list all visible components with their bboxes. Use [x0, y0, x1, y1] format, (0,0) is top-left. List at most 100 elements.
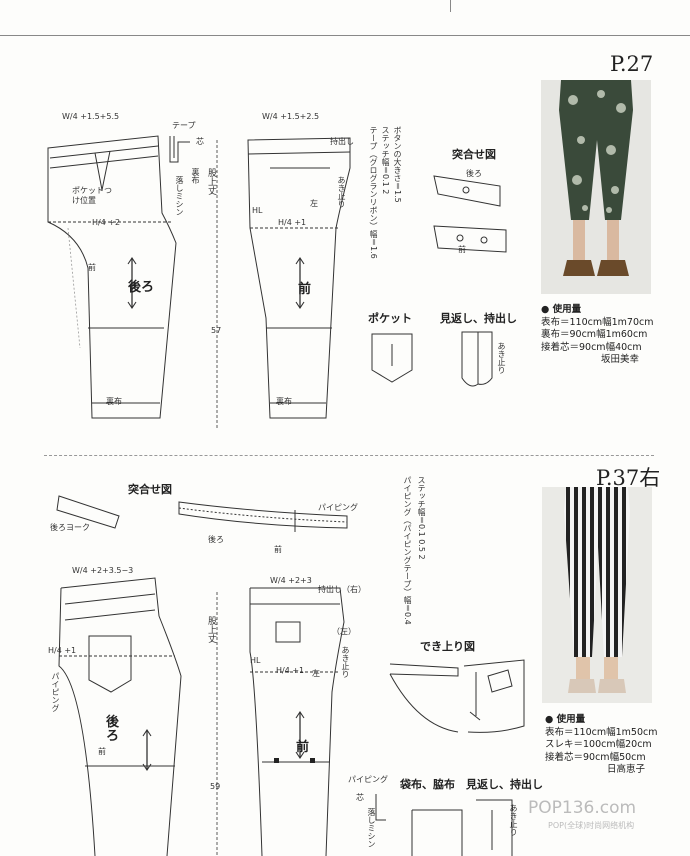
- bottom-left-label: 左: [312, 669, 320, 678]
- bottom-parts-header: 袋布、脇布 見返し、持出し: [400, 778, 543, 791]
- watermark-sub: POP(全球)时尚网络机构: [548, 821, 635, 830]
- bottom-joint-front-label: 前: [274, 545, 282, 554]
- top-left-label: 左: [310, 199, 318, 208]
- bottom-note-piping: パイピング（パイピングテープ）幅＝0.4: [402, 476, 412, 625]
- bottom-left-paren-label: （左）: [332, 627, 356, 636]
- top-stitch-drop-text: 落しミシン: [175, 176, 184, 216]
- bottom-note-stitch: ステッチ幅＝0.1 0.5 2: [416, 476, 426, 560]
- top-note-stitch: ステッチ幅＝0.1 2: [380, 126, 390, 194]
- top-material-3: 接着芯＝90cm幅40cm: [541, 341, 642, 353]
- bottom-author: 日高恵子: [607, 764, 646, 775]
- top-facing-opening-text: あき止り: [497, 342, 506, 374]
- bottom-hip-back-label: H/4 +1: [48, 646, 77, 655]
- bottom-finish-diagram: [389, 659, 525, 733]
- top-waist-front-label: W/4 +1.5+2.5: [262, 112, 320, 121]
- top-facing-opening: あき止り: [496, 342, 506, 374]
- top-joint-diagram: [433, 175, 507, 253]
- top-back-piece-label: 後ろ: [128, 280, 155, 295]
- bottom-waist-front-label: W/4 +2+3: [270, 576, 312, 585]
- top-front-pattern: [247, 137, 351, 419]
- top-rule: [0, 35, 690, 36]
- bottom-model-photo: [542, 487, 652, 703]
- page-label-p37: P.37右: [596, 466, 661, 490]
- bottom-joint-back-label: 後ろ: [208, 535, 224, 544]
- top-crotch-height-text: 股上丈: [206, 168, 216, 195]
- bottom-piping-text: パイピング: [51, 672, 60, 712]
- bottom-front-piece-label: 前: [296, 740, 310, 755]
- top-joint-front-label: 前: [458, 245, 466, 254]
- top-waist-back-label: W/4 +1.5+5.5: [62, 112, 120, 121]
- top-lining-vert: 裏布: [191, 168, 200, 184]
- bottom-hip-front-label: H/4 +1: [276, 666, 305, 675]
- bottom-back-piece-label: 後ろ: [106, 715, 120, 744]
- top-length-arrow: [216, 140, 218, 430]
- bottom-parts-opening: あき止り: [508, 804, 518, 836]
- top-crotch-height: 股上丈: [206, 168, 216, 195]
- top-corner-mark: [450, 0, 451, 12]
- top-joint-header: 突合せ図: [452, 148, 496, 161]
- bottom-length-arrow: [216, 592, 218, 856]
- top-photo-illustration: [559, 80, 633, 276]
- bottom-material-2: スレキ＝100cm幅20cm: [545, 739, 652, 750]
- top-pocket-header: ポケット: [368, 312, 412, 325]
- bottom-note-stitch-text: ステッチ幅＝0.1 0.5 2: [417, 476, 426, 560]
- bottom-joint-header: 突合せ図: [128, 483, 172, 496]
- bottom-waist-back-label: W/4 +2+3.5−3: [72, 566, 134, 575]
- top-note-button: ボタンの大きさ＝1.5: [392, 126, 402, 203]
- top-placket-label: 持出し: [330, 137, 354, 146]
- watermark-logo: POP136.com: [528, 798, 637, 818]
- top-tape-detail: [169, 136, 190, 163]
- top-material-1: 表布＝110cm幅1m70cm: [541, 316, 654, 328]
- bottom-opening-text: あき止り: [341, 646, 350, 678]
- bottom-placket-right-label: 持出し（右）: [318, 585, 366, 594]
- page-label-p27: P.27: [610, 52, 654, 76]
- bottom-materials: ● 使用量 表布＝110cm幅1m50cm スレキ＝100cm幅20cm 接着芯…: [545, 714, 657, 777]
- top-note-button-text: ボタンの大きさ＝1.5: [393, 126, 402, 203]
- bottom-front-pattern: [249, 587, 345, 856]
- bottom-parts-core: 芯: [356, 793, 364, 802]
- top-joint-back-label: 後ろ: [466, 169, 482, 178]
- top-pocket-diagram: [371, 333, 413, 383]
- top-back-lining: 裏布: [106, 397, 122, 406]
- top-pocket-pos: ポケットつけ位置: [72, 186, 112, 205]
- bottom-parts-stitch: 落しミシン: [366, 808, 376, 848]
- bottom-opening-label: あき止り: [340, 646, 350, 678]
- bottom-back-pattern: [58, 577, 182, 856]
- top-stitch-drop: 落しミシン: [174, 176, 184, 216]
- bottom-length-value: 59: [210, 782, 221, 791]
- bottom-crotch-height-text: 股上丈: [206, 616, 216, 643]
- bottom-joint-diagram: [56, 495, 348, 532]
- bottom-note-piping-text: パイピング（パイピングテープ）幅＝0.4: [403, 476, 412, 625]
- bottom-hl-label: HL: [250, 656, 261, 665]
- top-materials-title: ● 使用量: [541, 304, 582, 315]
- section-divider: [44, 455, 654, 456]
- bottom-parts-diagram: [375, 794, 513, 856]
- top-hl-label: HL: [252, 206, 263, 215]
- bottom-parts-opening-text: あき止り: [509, 804, 518, 836]
- top-tape-label: テープ: [172, 121, 196, 130]
- top-hip-back-label: H/4 +2: [92, 218, 121, 227]
- top-material-2: 裏布＝90cm幅1m60cm: [541, 329, 648, 340]
- bottom-materials-title: ● 使用量: [545, 714, 586, 725]
- top-author: 坂田美幸: [601, 354, 640, 365]
- bottom-material-1: 表布＝110cm幅1m50cm: [545, 726, 658, 738]
- bottom-parts-stitch-text: 落しミシン: [367, 808, 376, 848]
- bottom-piping-label: パイピング: [50, 672, 60, 712]
- bottom-back-yoke-label: 後ろヨーク: [50, 523, 90, 532]
- top-core-label: 芯: [196, 137, 204, 146]
- bottom-material-3: 接着芯＝90cm幅50cm: [545, 751, 646, 763]
- top-opening-text: あき止り: [337, 176, 346, 208]
- top-hip-front-label: H/4 +1: [278, 218, 307, 227]
- bottom-back-front-mark: 前: [98, 747, 106, 756]
- bottom-joint-piping-label: パイピング: [318, 503, 358, 512]
- top-back-marker: 前: [88, 263, 96, 272]
- top-front-lining: 裏布: [276, 397, 292, 406]
- top-note-stitch-text: ステッチ幅＝0.1 2: [381, 126, 390, 195]
- bottom-parts-piping: パイピング: [348, 775, 388, 784]
- top-facing-diagram: [461, 331, 493, 387]
- top-model-photo: [541, 80, 651, 294]
- bottom-finish-header: でき上り図: [420, 640, 475, 653]
- top-facing-header: 見返し、持出し: [440, 312, 517, 325]
- top-length-value: 57: [211, 326, 222, 335]
- top-opening-label: あき止り: [336, 176, 346, 208]
